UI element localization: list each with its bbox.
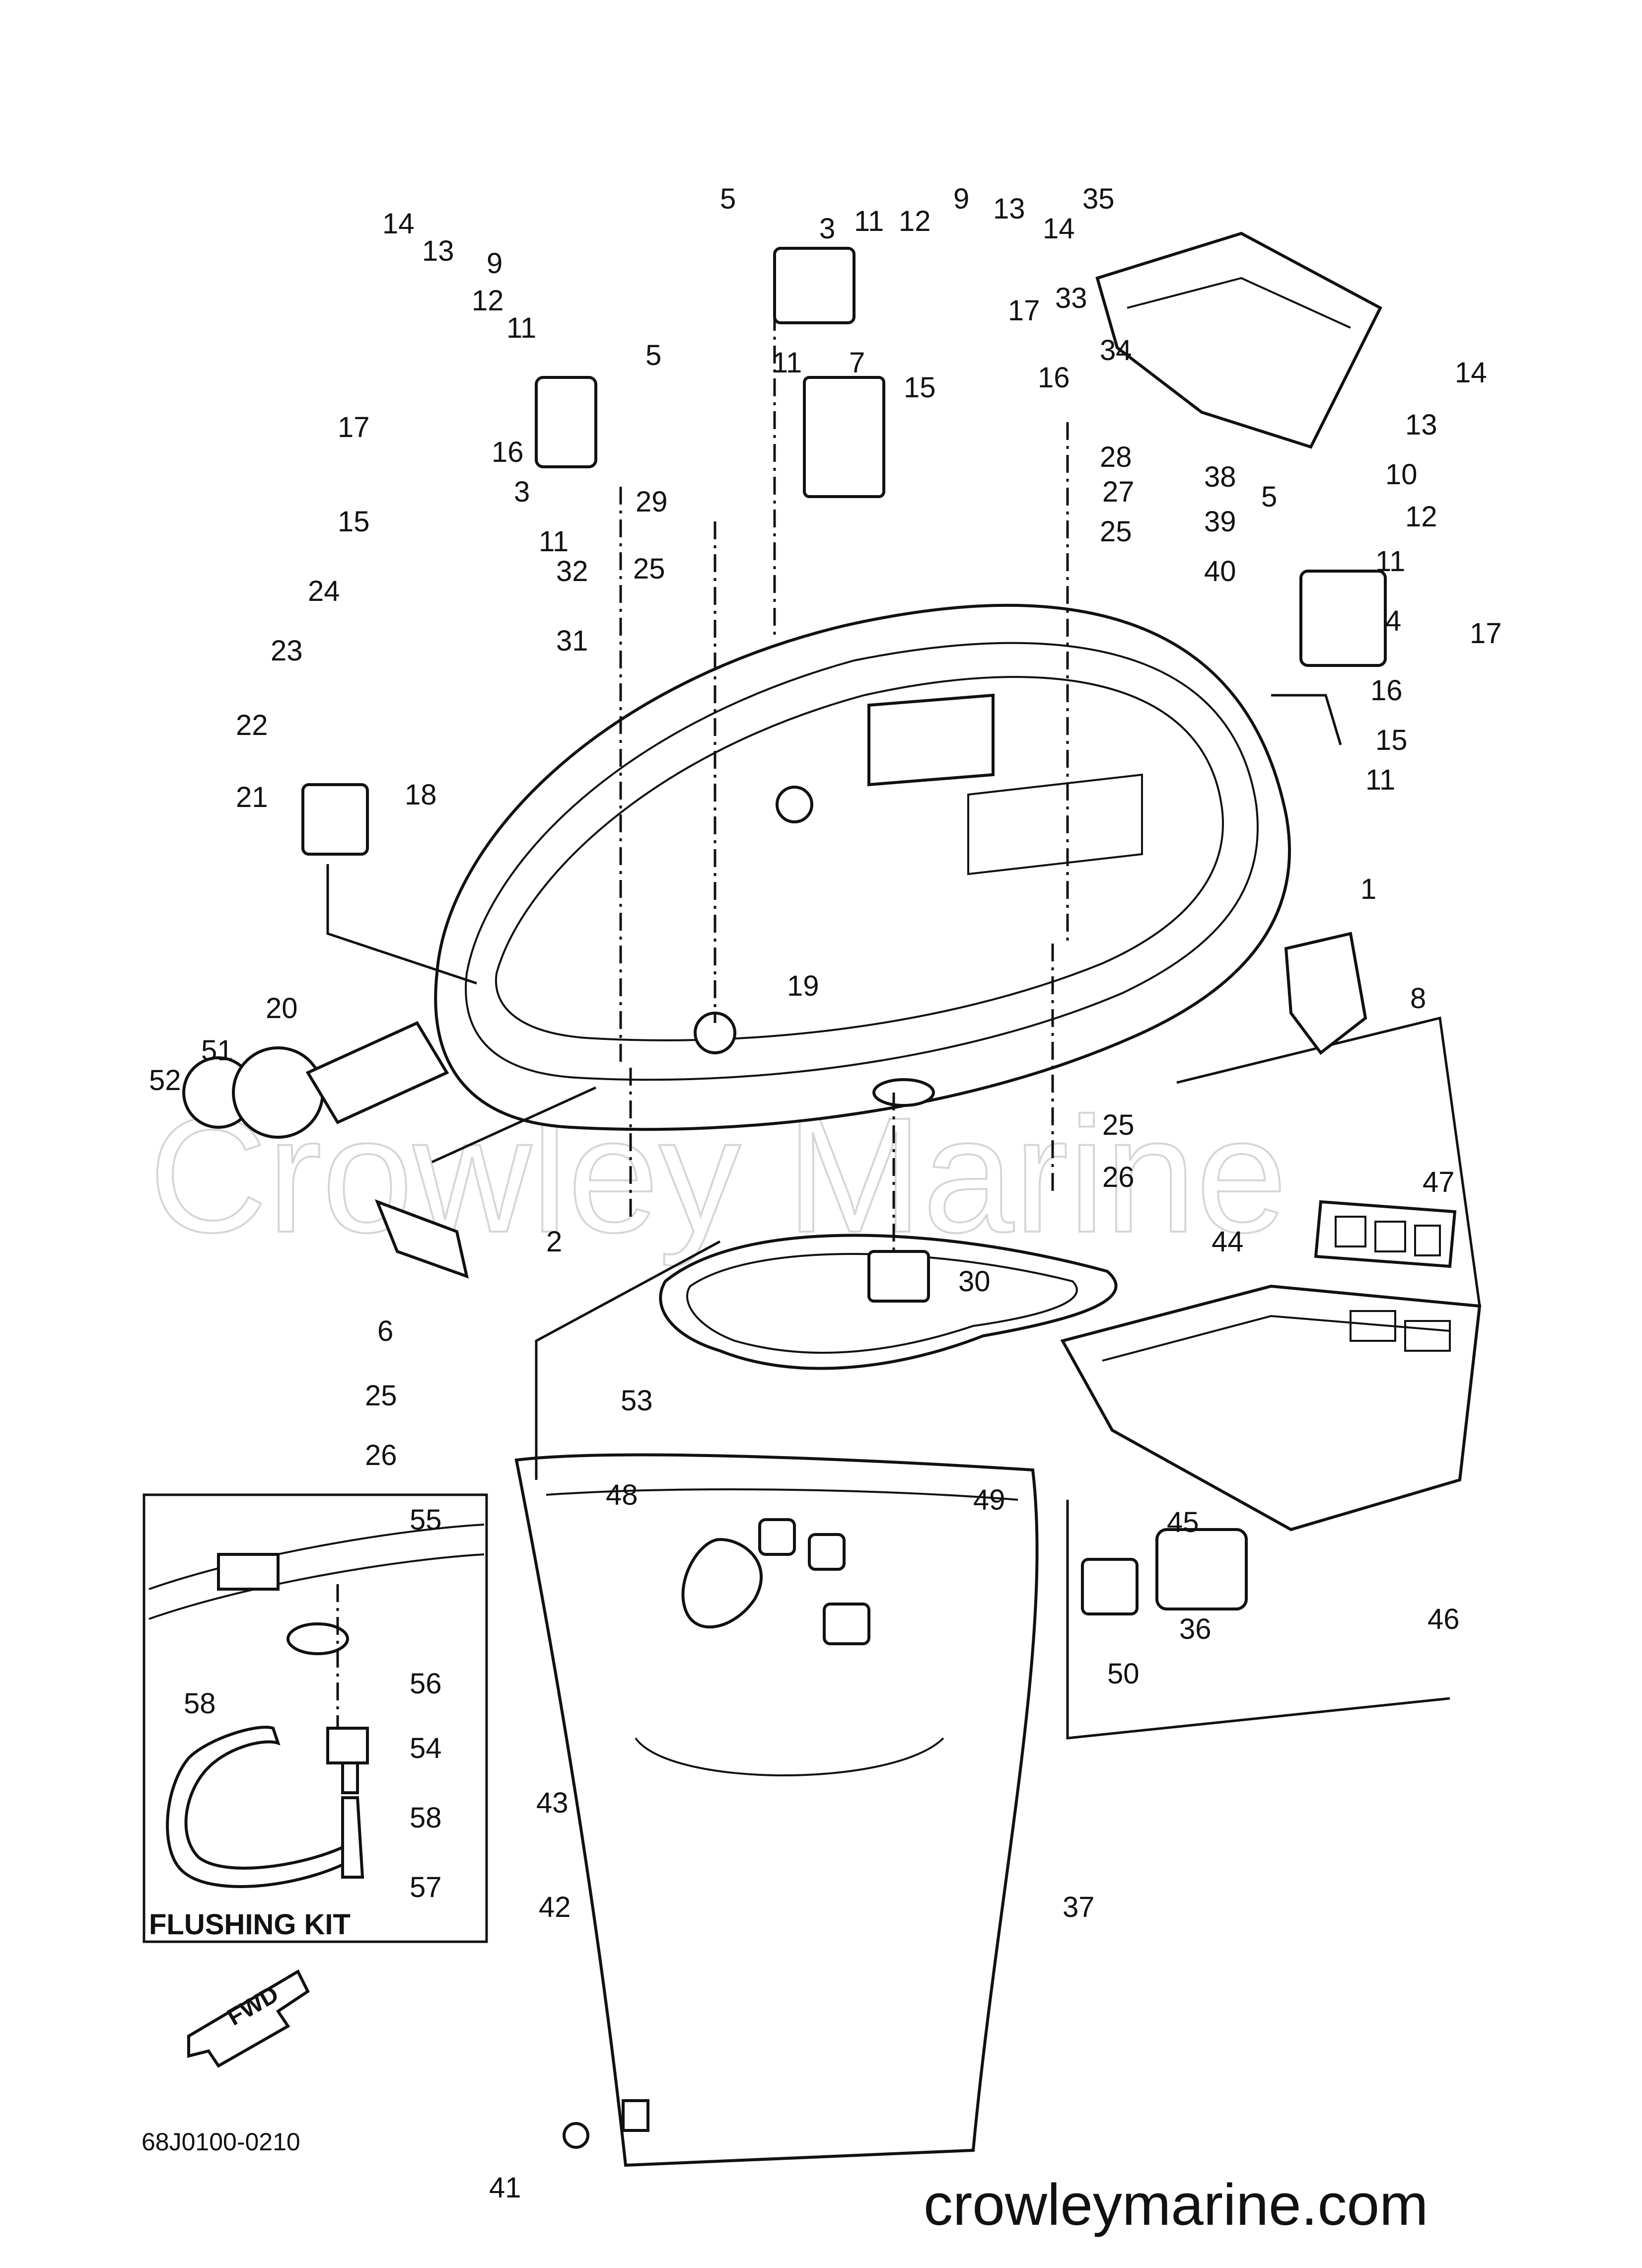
callout-6: 6 bbox=[377, 1315, 393, 1347]
callout-15: 15 bbox=[904, 371, 936, 404]
callout-5: 5 bbox=[1261, 481, 1277, 513]
callout-25: 25 bbox=[633, 553, 665, 585]
callout-13: 13 bbox=[422, 235, 454, 267]
callout-3: 3 bbox=[819, 213, 835, 245]
callout-8: 8 bbox=[1410, 982, 1426, 1015]
bracket bbox=[1060, 1284, 1482, 1532]
callout-14: 14 bbox=[1043, 213, 1075, 245]
callout-22: 22 bbox=[236, 709, 268, 741]
callout-10: 10 bbox=[1385, 458, 1418, 491]
callout-12: 12 bbox=[472, 285, 504, 317]
callout-54: 54 bbox=[410, 1732, 442, 1764]
leader-lines bbox=[326, 313, 1481, 1740]
callout-4: 4 bbox=[1385, 605, 1401, 637]
callout-46: 46 bbox=[1428, 1603, 1460, 1635]
callout-29: 29 bbox=[636, 486, 668, 518]
gasket bbox=[1314, 1200, 1457, 1268]
callout-11: 11 bbox=[1365, 764, 1395, 796]
callout-47: 47 bbox=[1423, 1166, 1455, 1198]
callout-26: 26 bbox=[1102, 1161, 1135, 1193]
callout-3: 3 bbox=[514, 476, 530, 508]
callout-25: 25 bbox=[1100, 515, 1132, 548]
callout-1: 1 bbox=[1360, 873, 1376, 905]
callout-13: 13 bbox=[1405, 409, 1437, 441]
callout-30: 30 bbox=[958, 1265, 991, 1298]
callout-56: 56 bbox=[410, 1668, 442, 1700]
callout-58: 58 bbox=[184, 1687, 216, 1720]
callout-9: 9 bbox=[953, 183, 969, 215]
callout-51: 51 bbox=[201, 1034, 233, 1067]
callout-5: 5 bbox=[645, 339, 661, 371]
diagram-code: 68J0100-0210 bbox=[142, 2128, 300, 2156]
site-url[interactable]: crowleymarine.com bbox=[924, 2172, 1428, 2238]
hardware-parts bbox=[182, 247, 1387, 2149]
callout-37: 37 bbox=[1063, 1891, 1095, 1923]
callout-17: 17 bbox=[1008, 294, 1040, 327]
callout-39: 39 bbox=[1204, 506, 1236, 538]
callout-12: 12 bbox=[1405, 501, 1437, 533]
callout-11: 11 bbox=[1375, 545, 1405, 578]
callout-13: 13 bbox=[993, 193, 1025, 225]
apron bbox=[514, 1453, 1039, 2167]
callout-58: 58 bbox=[410, 1802, 442, 1834]
callout-50: 50 bbox=[1107, 1658, 1140, 1690]
callout-57: 57 bbox=[410, 1871, 442, 1903]
inset-title: FLUSHING KIT bbox=[149, 1908, 351, 1941]
callout-45: 45 bbox=[1167, 1506, 1199, 1538]
callout-17: 17 bbox=[1470, 617, 1502, 650]
callout-36: 36 bbox=[1179, 1613, 1212, 1645]
callout-5: 5 bbox=[720, 183, 736, 215]
callout-44: 44 bbox=[1212, 1226, 1244, 1258]
top-plate bbox=[1095, 231, 1382, 449]
callout-11: 11 bbox=[539, 525, 569, 558]
flushing-kit-inset: FLUSHING KIT bbox=[143, 1493, 488, 1943]
callout-14: 14 bbox=[1455, 357, 1487, 389]
callout-52: 52 bbox=[149, 1064, 181, 1097]
callout-labels: 1 2 3 3 4 5 5 5 6 7 8 9 9 10 11 11 11 11… bbox=[149, 183, 1502, 2204]
callout-11: 11 bbox=[772, 347, 802, 379]
callout-17: 17 bbox=[338, 411, 370, 443]
callout-11: 11 bbox=[854, 205, 884, 237]
callout-11: 11 bbox=[506, 312, 536, 344]
callout-40: 40 bbox=[1204, 555, 1236, 587]
callout-23: 23 bbox=[271, 635, 303, 667]
callout-49: 49 bbox=[973, 1484, 1005, 1516]
callout-18: 18 bbox=[405, 779, 437, 811]
callout-34: 34 bbox=[1100, 334, 1132, 366]
callout-31: 31 bbox=[556, 625, 588, 657]
callout-33: 33 bbox=[1055, 282, 1087, 314]
callout-7: 7 bbox=[849, 347, 865, 379]
callout-38: 38 bbox=[1204, 461, 1236, 493]
callout-2: 2 bbox=[546, 1226, 562, 1258]
callout-55: 55 bbox=[410, 1504, 442, 1536]
callout-20: 20 bbox=[266, 992, 298, 1024]
callout-48: 48 bbox=[606, 1479, 638, 1511]
callout-25: 25 bbox=[365, 1380, 397, 1412]
callout-16: 16 bbox=[492, 436, 524, 468]
callout-21: 21 bbox=[236, 781, 268, 813]
callout-32: 32 bbox=[556, 555, 588, 587]
callout-12: 12 bbox=[899, 205, 931, 237]
callout-16: 16 bbox=[1370, 674, 1403, 707]
callout-28: 28 bbox=[1100, 441, 1132, 473]
callout-43: 43 bbox=[536, 1787, 569, 1819]
callout-15: 15 bbox=[1375, 724, 1408, 756]
callout-19: 19 bbox=[787, 970, 819, 1002]
callout-26: 26 bbox=[365, 1439, 397, 1471]
callout-42: 42 bbox=[539, 1891, 571, 1923]
callout-27: 27 bbox=[1102, 476, 1135, 508]
callout-14: 14 bbox=[382, 208, 415, 240]
callout-24: 24 bbox=[308, 575, 340, 607]
callout-16: 16 bbox=[1038, 362, 1070, 394]
callout-9: 9 bbox=[487, 247, 502, 280]
callout-25: 25 bbox=[1102, 1109, 1135, 1141]
callout-53: 53 bbox=[621, 1385, 653, 1417]
callout-15: 15 bbox=[338, 506, 370, 538]
callout-35: 35 bbox=[1082, 183, 1115, 215]
callout-41: 41 bbox=[489, 2172, 521, 2204]
fwd-arrow-icon: FWD bbox=[187, 1969, 310, 2068]
bottom-cowling bbox=[434, 603, 1291, 1131]
